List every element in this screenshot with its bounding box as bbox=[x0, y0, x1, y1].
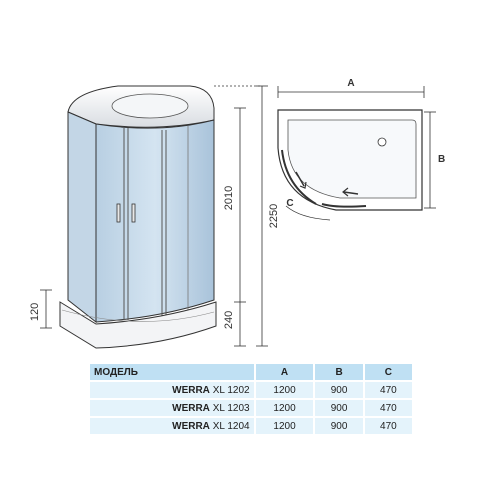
dim-c-line bbox=[285, 205, 331, 221]
table-header-row: МОДЕЛЬ A B C bbox=[90, 364, 412, 380]
cell-c: 470 bbox=[364, 400, 412, 416]
cell-brand: WERRA bbox=[172, 420, 210, 432]
cell-a: 1200 bbox=[255, 400, 314, 416]
door-handle bbox=[116, 203, 121, 223]
dim-tray-depth: 120 bbox=[29, 303, 41, 321]
plan-label-b: B bbox=[438, 154, 445, 165]
cell-b: 900 bbox=[315, 382, 363, 398]
cabin-front-view bbox=[59, 85, 217, 349]
shower-tray bbox=[59, 301, 217, 349]
table-row: WERRA XL 1202 1200 900 470 bbox=[90, 382, 412, 398]
roof-light bbox=[111, 93, 189, 119]
cell-model-code: XL 1204 bbox=[212, 420, 250, 432]
cell-model: WERRA XL 1204 bbox=[90, 418, 254, 434]
door-arrow-icon bbox=[342, 187, 349, 197]
cell-b: 900 bbox=[315, 418, 363, 434]
plan-view bbox=[277, 86, 436, 221]
cell-b: 900 bbox=[315, 400, 363, 416]
cell-c: 470 bbox=[364, 418, 412, 434]
cell-a: 1200 bbox=[255, 382, 314, 398]
cell-c: 470 bbox=[364, 382, 412, 398]
tray-skirt bbox=[61, 309, 215, 322]
cabin-left-panel bbox=[67, 111, 97, 324]
cell-model: WERRA XL 1203 bbox=[90, 400, 254, 416]
cabin-glass-front bbox=[95, 119, 215, 323]
plan-door-arc bbox=[281, 149, 317, 205]
door-arrow-icon bbox=[295, 171, 305, 187]
cell-model-code: XL 1202 bbox=[212, 384, 250, 396]
spec-table: МОДЕЛЬ A B C WERRA XL 1202 1200 900 470 … bbox=[88, 362, 414, 436]
dim-cabin-height: 2010 bbox=[223, 186, 235, 210]
table-row: WERRA XL 1204 1200 900 470 bbox=[90, 418, 412, 434]
plan-door-arc bbox=[321, 203, 367, 208]
dim-total-height: 2250 bbox=[268, 204, 280, 228]
cell-a: 1200 bbox=[255, 418, 314, 434]
header-c: C bbox=[364, 364, 412, 380]
door-arrow-icon bbox=[299, 181, 307, 189]
dimension-lines bbox=[40, 85, 268, 347]
table-row: WERRA XL 1203 1200 900 470 bbox=[90, 400, 412, 416]
plan-label-a: A bbox=[347, 78, 354, 89]
plan-label-c: C bbox=[286, 198, 293, 209]
dim-tray-height: 240 bbox=[223, 311, 235, 329]
drain-icon bbox=[377, 137, 387, 147]
cell-model-code: XL 1203 bbox=[212, 402, 250, 414]
cell-model: WERRA XL 1202 bbox=[90, 382, 254, 398]
cell-brand: WERRA bbox=[172, 402, 210, 414]
header-a: A bbox=[255, 364, 314, 380]
header-b: B bbox=[315, 364, 363, 380]
door-handle bbox=[131, 203, 136, 223]
door-arrow-icon bbox=[343, 191, 359, 195]
header-model: МОДЕЛЬ bbox=[90, 364, 254, 380]
cell-brand: WERRA bbox=[172, 384, 210, 396]
